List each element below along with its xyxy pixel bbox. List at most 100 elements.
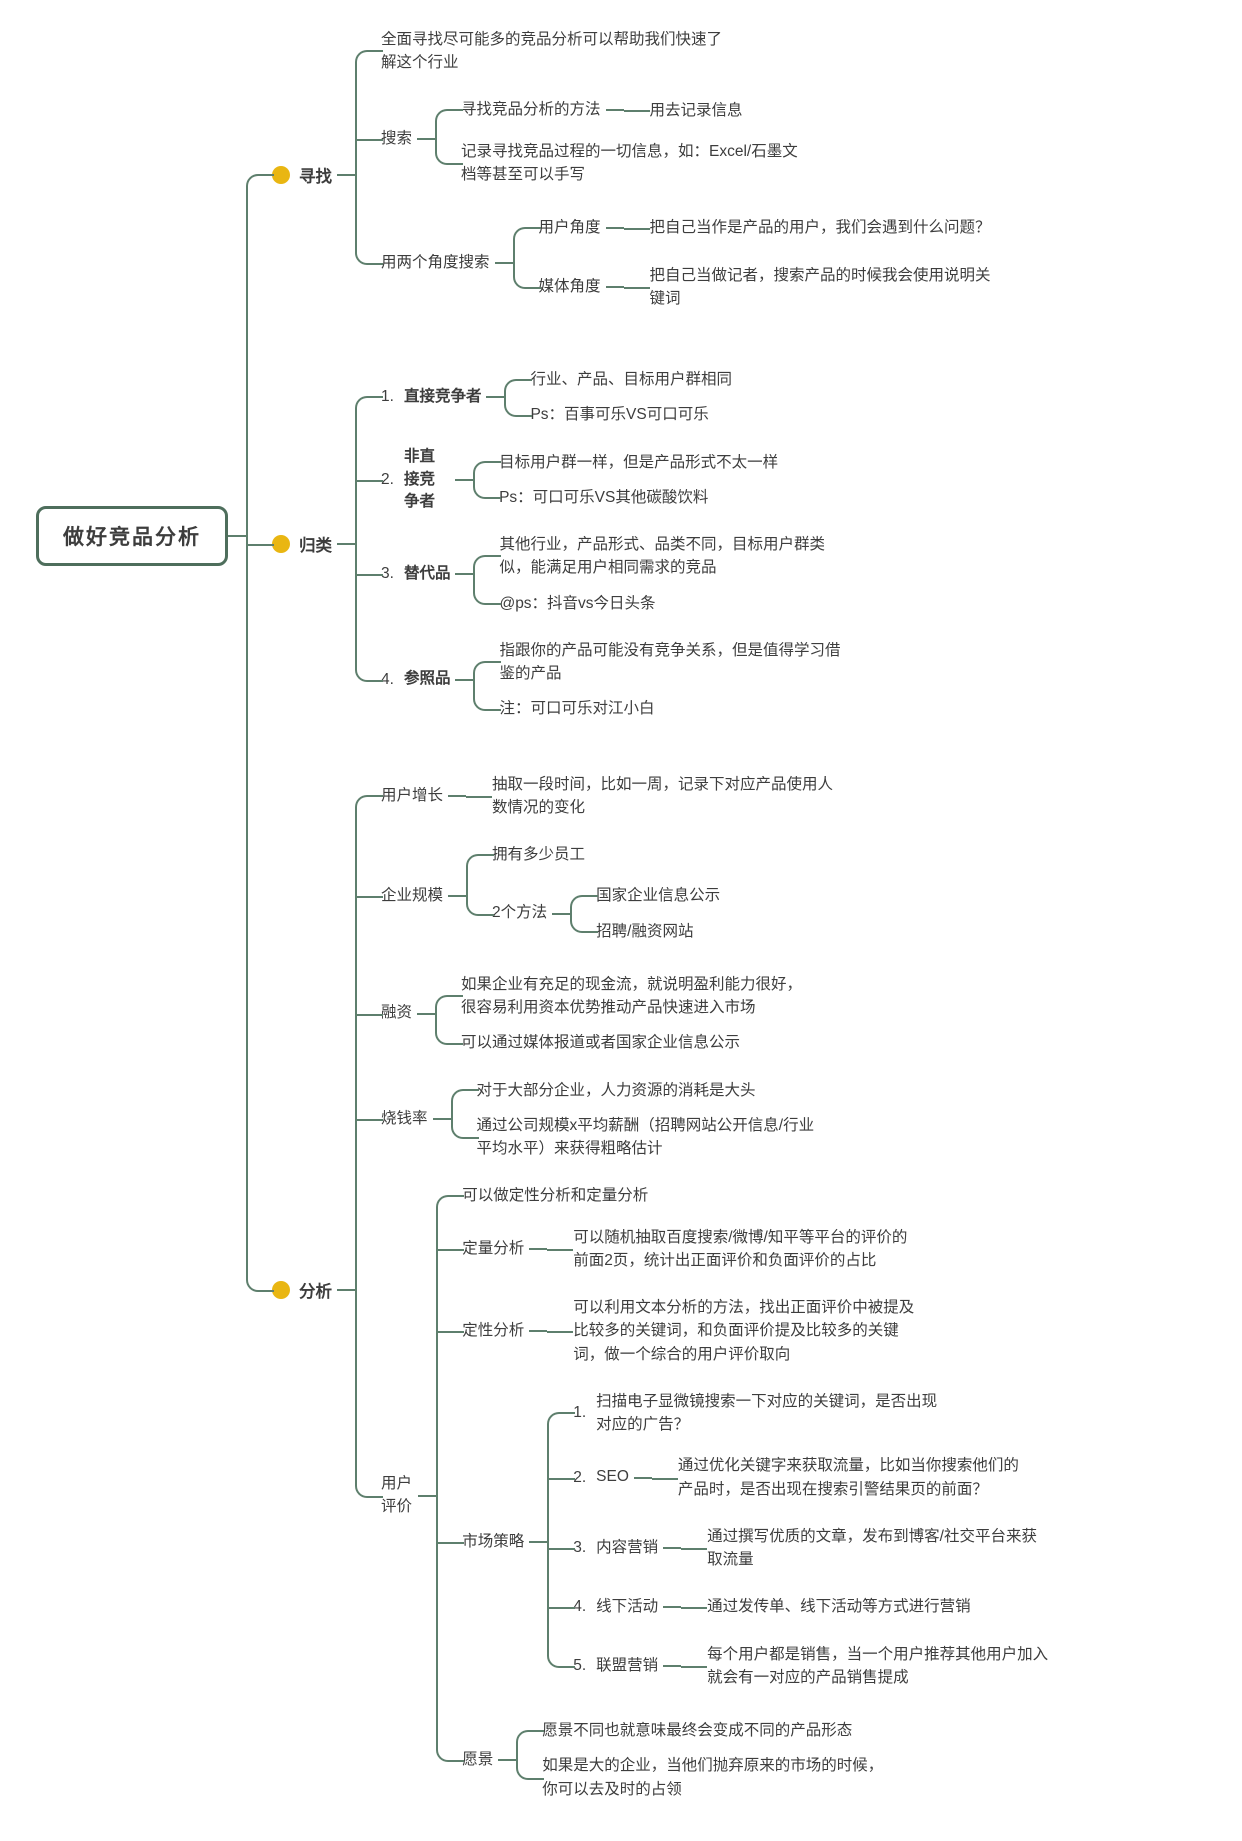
node-user-angle: 用户角度 把自己当作是产品的用户，我们会遇到什么问题？	[512, 204, 995, 254]
note[interactable]: 可以利用文本分析的方法，找出正面评价中被提及比较多的关键词，和负面评价提及比较多…	[573, 1299, 915, 1363]
connector-line	[663, 1547, 682, 1549]
connector-line	[663, 1664, 682, 1667]
note[interactable]: Ps：可口可乐VS其他碳酸饮料	[499, 488, 709, 506]
note[interactable]: 注：可口可乐对江小白	[499, 700, 655, 718]
tree-node: 抽取一段时间，比如一周，记录下对应产品使用人数情况的变化	[466, 767, 837, 826]
children-group: 可以随机抽取百度搜索/微博/知平等平台的评价的前面2页，统计出正面评价和负面评价…	[547, 1220, 918, 1279]
children-group: 抽取一段时间，比如一周，记录下对应产品使用人数情况的变化	[466, 767, 837, 826]
note[interactable]: 通过发传单、线下活动等方式进行营销	[707, 1598, 971, 1616]
note[interactable]: 行业、产品、目标用户群相同	[530, 371, 732, 388]
node-label[interactable]: 媒体角度	[538, 277, 601, 295]
node-label[interactable]: 用两个角度搜索	[381, 253, 490, 271]
node-label[interactable]: 内容营销	[596, 1538, 659, 1556]
connector-line	[552, 912, 571, 915]
children-group: 其他行业，产品形式、品类不同，目标用户群类似，能满足用户相同需求的竞品 @ps：…	[473, 527, 844, 621]
main-branches: 寻找 全面寻找尽可能多的竞品分析可以帮助我们快速了解这个行业 搜索 寻找竞品分析…	[246, 8, 1052, 1833]
node-label[interactable]: 寻找竞品分析的方法	[461, 100, 601, 118]
branch-label[interactable]: 寻找	[299, 168, 332, 186]
node-label[interactable]: 用户评价	[381, 1475, 413, 1515]
note[interactable]: 目标用户群一样，但是产品形式不太一样	[499, 453, 779, 471]
node-reference: 4. 参照品 指跟你的产品可能没有竞争关系，但是值得学习借鉴的产品 注：可口可乐…	[355, 626, 844, 733]
node-label[interactable]: SEO	[596, 1468, 629, 1486]
note[interactable]: 指跟你的产品可能没有竞争关系，但是值得学习借鉴的产品	[499, 641, 841, 682]
note[interactable]: 每个用户都是销售，当一个用户推荐其他用户加入就会有一对应的产品销售提成	[707, 1645, 1049, 1686]
branch-label[interactable]: 归类	[299, 537, 332, 556]
note[interactable]: 全面寻找尽可能多的竞品分析可以帮助我们快速了解这个行业	[381, 31, 723, 72]
node-label[interactable]: 联盟营销	[596, 1656, 659, 1674]
node-affiliate-marketing: 5. 联盟营销 每个用户都是销售，当一个用户推荐其他用户加入就会有一对应的产品销…	[547, 1630, 1052, 1702]
node-label[interactable]: 2个方法	[492, 904, 548, 922]
node-two-methods: 2个方法 国家企业信息公示 招聘/融资网站	[466, 872, 720, 955]
node-label[interactable]: 愿景	[462, 1750, 494, 1768]
note[interactable]: 拥有多少员工	[492, 846, 586, 863]
note[interactable]: 通过公司规模x平均薪酬（招聘网站公开信息/行业平均水平）来获得粗略估计	[476, 1116, 815, 1157]
children-group: 如果企业有充足的现金流，就说明盈利能力很好，很容易利用资本优势推动产品快速进入市…	[435, 967, 806, 1061]
note[interactable]: 用去记录信息	[649, 101, 743, 119]
node-label[interactable]: 企业规模	[381, 886, 444, 904]
node-label[interactable]: 用户角度	[538, 218, 601, 236]
node-label[interactable]: 用户增长	[381, 786, 444, 804]
children-group: 用户增长 抽取一段时间，比如一周，记录下对应产品使用人数情况的变化 企业规模 拥…	[355, 761, 1052, 1819]
note[interactable]: 可以做定性分析和定量分析	[462, 1187, 649, 1205]
note[interactable]: 把自己当做记者，搜索产品的时候我会使用说明关键词	[649, 266, 991, 307]
node-label[interactable]: 烧钱率	[381, 1110, 428, 1128]
note[interactable]: 愿景不同也就意味最终会变成不同的产品形态	[542, 1722, 853, 1739]
tree-node: Ps：百事可乐VS可口可乐	[504, 397, 732, 432]
connector-line	[337, 1288, 355, 1291]
node-label[interactable]: 融资	[381, 1004, 413, 1022]
tree-node: 如果是大的企业，当他们抛弃原来的市场的时候，你可以去及时的占领	[516, 1748, 887, 1807]
node-user-growth: 用户增长 抽取一段时间，比如一周，记录下对应产品使用人数情况的变化	[355, 761, 1052, 833]
tree-node: 通过公司规模x平均薪酬（招聘网站公开信息/行业平均水平）来获得粗略估计	[450, 1107, 822, 1167]
children-group: 通过发传单、线下活动等方式进行营销	[681, 1589, 971, 1624]
children-group: 1. 直接竞争者 行业、产品、目标用户群相同 Ps：百事可乐VS可口可乐 2.	[355, 356, 844, 733]
note[interactable]: 如果是大的企业，当他们抛弃原来的市场的时候，你可以去及时的占领	[542, 1757, 884, 1798]
branch-label[interactable]: 分析	[299, 1282, 332, 1301]
node-label[interactable]: 直接竞争者	[403, 388, 482, 406]
note[interactable]: 可以通过媒体报道或者国家企业信息公示	[461, 1034, 741, 1052]
note[interactable]: 把自己当作是产品的用户，我们会遇到什么问题？	[649, 219, 991, 237]
tree-node: 通过优化关键字来获取流量，比如当你搜索他们的产品时，是否出现在搜索引警结果页的前…	[651, 1448, 1023, 1507]
note[interactable]: @ps：抖音vs今日头条	[499, 594, 656, 612]
children-group: 把自己当作是产品的用户，我们会遇到什么问题？	[623, 210, 991, 245]
root-node[interactable]: 做好竞品分析	[36, 506, 228, 566]
children-group: 通过优化关键字来获取流量，比如当你搜索他们的产品时，是否出现在搜索引警结果页的前…	[651, 1448, 1023, 1507]
children-group: 1. 扫描电子显微镜搜索一下对应的关键词，是否出现对应的广告？ 2. SEO	[547, 1384, 1052, 1701]
note[interactable]: Ps：百事可乐VS可口可乐	[530, 406, 709, 424]
note[interactable]: 其他行业，产品形式、品类不同，目标用户群类似，能满足用户相同需求的竞品	[499, 536, 825, 577]
node-label[interactable]: 市场策略	[462, 1533, 525, 1551]
node-label[interactable]: 参照品	[403, 670, 451, 688]
tree-node: 可以做定性分析和定量分析	[436, 1178, 1052, 1216]
children-group: 全面寻找尽可能多的竞品分析可以帮助我们快速了解这个行业 搜索 寻找竞品分析的方法…	[355, 22, 995, 328]
note[interactable]: 招聘/融资网站	[596, 922, 694, 940]
node-label[interactable]: 定量分析	[462, 1239, 525, 1257]
node-label[interactable]: 搜索	[381, 130, 413, 148]
note[interactable]: 记录寻找竞品过程的一切信息，如：Excel/石墨文档等甚至可以手写	[461, 142, 798, 183]
node-label[interactable]: 定性分析	[462, 1321, 525, 1339]
node-label[interactable]: 替代品	[403, 564, 451, 582]
node-label[interactable]: 非直接竞争者	[403, 448, 435, 510]
note[interactable]: 如果企业有充足的现金流，就说明盈利能力很好，很容易利用资本优势推动产品快速进入市…	[461, 975, 803, 1016]
tree-node: 注：可口可乐对江小白	[473, 691, 844, 726]
note[interactable]: 通过优化关键字来获取流量，比如当你搜索他们的产品时，是否出现在搜索引警结果页的前…	[677, 1457, 1019, 1498]
node-market-strategy: 市场策略 1. 扫描电子显微镜搜索一下对应的关键词，是否出现对应的广告？ 2. …	[436, 1377, 1052, 1708]
note[interactable]: 扫描电子显微镜搜索一下对应的关键词，是否出现对应的广告？	[596, 1392, 938, 1433]
node-vision: 愿景 愿景不同也就意味最终会变成不同的产品形态 如果是大的企业，当他们抛弃原来的…	[436, 1707, 1052, 1813]
node-label[interactable]: 线下活动	[596, 1597, 659, 1615]
note[interactable]: 对于大部分企业，人力资源的消耗是大头	[476, 1081, 756, 1099]
note[interactable]: 抽取一段时间，比如一周，记录下对应产品使用人数情况的变化	[492, 775, 834, 816]
tree-node: 指跟你的产品可能没有竞争关系，但是值得学习借鉴的产品	[473, 633, 844, 693]
branch-analyze: 分析 用户增长 抽取一段时间，比如一周，记录下对应产品使用人数情况的变化 企业规…	[246, 746, 1052, 1833]
node-media-angle: 媒体角度 把自己当做记者，搜索产品的时候我会使用说明关键词	[512, 251, 995, 323]
connector-line	[455, 478, 474, 481]
node-search: 搜索 寻找竞品分析的方法 用去记录信息	[355, 80, 995, 199]
root-wrap: 做好竞品分析	[36, 506, 246, 566]
tree-node: 全面寻找尽可能多的竞品分析可以帮助我们快速了解这个行业	[355, 22, 995, 82]
node-number: 1.	[381, 388, 394, 406]
children-group: 每个用户都是销售，当一个用户推荐其他用户加入就会有一对应的产品销售提成	[681, 1637, 1052, 1696]
node-burn-rate: 烧钱率 对于大部分企业，人力资源的消耗是大头 通过公司规模x平均薪酬（招聘网站公…	[355, 1066, 1052, 1173]
node-company-size: 企业规模 拥有多少员工 2个方法 国家企业信息公示	[355, 831, 1052, 961]
note[interactable]: 可以随机抽取百度搜索/微博/知平等平台的评价的前面2页，统计出正面评价和负面评价…	[573, 1228, 908, 1269]
note[interactable]: 国家企业信息公示	[596, 887, 721, 905]
tree-node: 用去记录信息	[623, 93, 743, 128]
note[interactable]: 通过撰写优质的文章，发布到博客/社交平台来获取流量	[707, 1527, 1037, 1568]
